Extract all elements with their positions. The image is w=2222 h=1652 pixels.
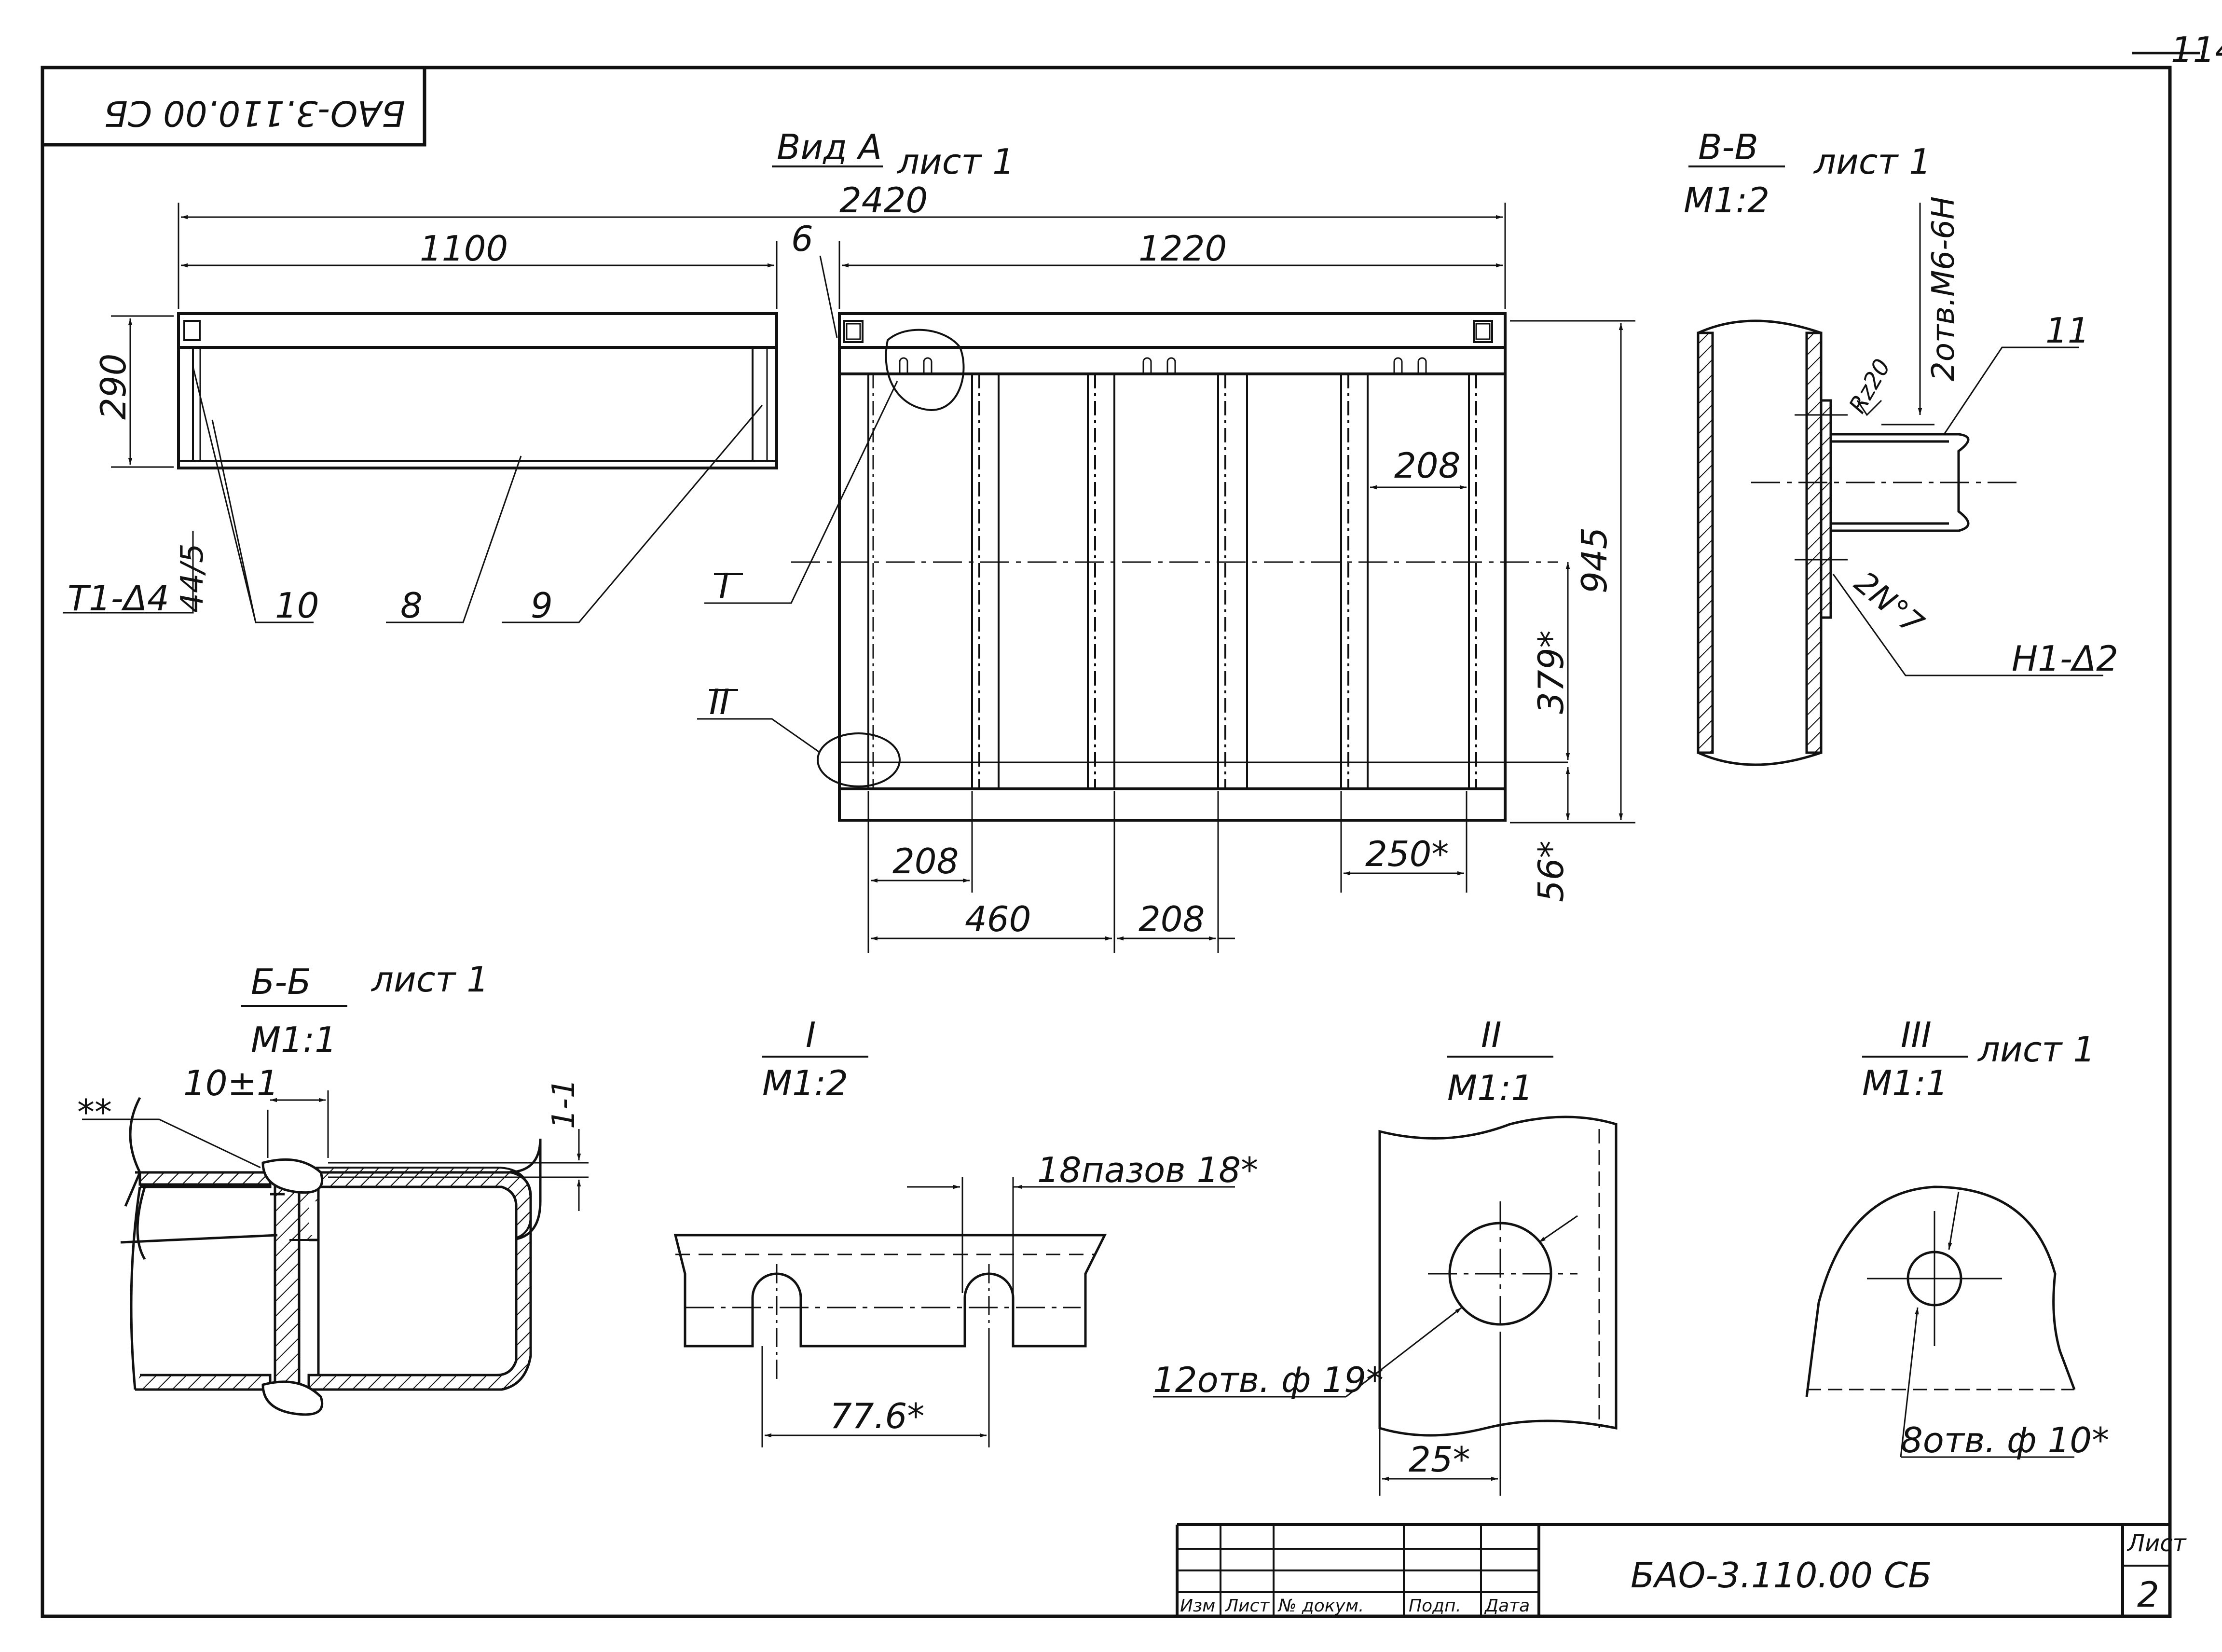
pos-8: 8: [400, 585, 423, 626]
ref-1: I: [719, 566, 729, 606]
dim-25: 25*: [1409, 1439, 1470, 1480]
title-block: [1176, 1523, 2170, 1616]
view-a-left-frame: [177, 312, 778, 469]
pos-6: 6: [791, 219, 813, 259]
detail-3-sheet: лист 1: [1977, 1029, 2095, 1070]
dim-460: 460: [965, 899, 1031, 939]
pos-9: 9: [531, 585, 553, 626]
dim-10pm1: 10±1: [183, 1063, 279, 1103]
dim-290: 290: [93, 354, 134, 420]
section-bb-title: Б-Б: [251, 962, 311, 1002]
detail-1: [673, 1056, 1235, 1447]
view-a-dimensions: [63, 165, 1635, 953]
dim-2420: 2420: [839, 180, 928, 220]
view-a-sheet: лист 1: [896, 141, 1015, 182]
dim-945: 945: [1574, 527, 1615, 593]
tb-code: БАО-3.110.00 СБ: [1631, 1555, 1932, 1596]
rz20: Rz20: [1844, 354, 1896, 418]
section-bb-outline: [82, 1090, 589, 1416]
dim-208-right: 208: [1394, 445, 1460, 486]
weld-44: 44/5: [175, 543, 210, 613]
detail-1-title: I: [806, 1015, 816, 1055]
tb-sheet-number: 2: [2137, 1574, 2159, 1615]
dim-250: 250*: [1365, 834, 1449, 874]
double-star: **: [77, 1092, 112, 1132]
weld-h1: Н1-Δ2: [2012, 638, 2118, 679]
dim-1100: 1100: [420, 228, 508, 269]
detail-2-title: II: [1481, 1015, 1501, 1055]
ref-2: II: [709, 682, 729, 722]
view-a-main-frame: [791, 312, 1568, 822]
dim-56: 56*: [1531, 840, 1571, 902]
stamp-box: БАО-3.110.00 СБ: [42, 68, 426, 147]
section-bb-scale: М1:1: [251, 1019, 337, 1060]
detail-3-title: III: [1901, 1015, 1932, 1055]
tb-col-doc: № докум.: [1277, 1596, 1364, 1616]
tb-col-list: Лист: [1224, 1596, 1270, 1616]
weld-t1: Т1-Δ4: [68, 578, 169, 619]
pos-10: 10: [275, 585, 319, 626]
dim-379: 379*: [1531, 631, 1571, 714]
section-bb-sheet: лист 1: [370, 959, 489, 1000]
holes-m6: 2отв.М6-6Н: [1926, 196, 1961, 381]
detail-3-scale: М1:1: [1862, 1063, 1948, 1103]
section-vv: [1688, 165, 2103, 766]
detail-3: [1805, 1056, 2076, 1458]
section-vv-scale: М1:2: [1684, 180, 1769, 220]
view-a-title: Вид А: [777, 127, 882, 167]
holes-19-callout: 12отв. ф 19*: [1153, 1360, 1384, 1400]
section-vv-title: В-В: [1698, 127, 1758, 167]
sheet-frame: [41, 52, 2200, 1618]
tb-col-izm: Изм: [1180, 1596, 1215, 1616]
holes-10-callout: 8отв. ф 10*: [1901, 1420, 2109, 1460]
n7: 2N°7: [1848, 565, 1930, 643]
dim-1220: 1220: [1138, 228, 1227, 269]
section-vv-sheet: лист 1: [1813, 141, 1931, 182]
pos-11: 11: [2045, 310, 2090, 351]
detail-2: [1153, 1056, 1618, 1496]
stamp-code: БАО-3.110.00 СБ: [104, 93, 405, 134]
dim-77-6: 77.6*: [830, 1396, 924, 1436]
dim-1-1: 1-1: [546, 1078, 582, 1129]
detail-2-scale: М1:1: [1447, 1068, 1533, 1108]
slots-callout: 18пазов 18*: [1037, 1150, 1258, 1190]
tb-sheet-label: Лист: [2126, 1530, 2187, 1557]
tb-col-date: Дата: [1484, 1596, 1530, 1616]
page-number: 114: [2171, 29, 2222, 70]
tb-col-sign: Подп.: [1409, 1596, 1461, 1616]
detail-1-scale: М1:2: [762, 1063, 848, 1103]
dim-208-bottom-left: 208: [892, 841, 959, 881]
dim-208-bottom-mid: 208: [1138, 899, 1205, 939]
